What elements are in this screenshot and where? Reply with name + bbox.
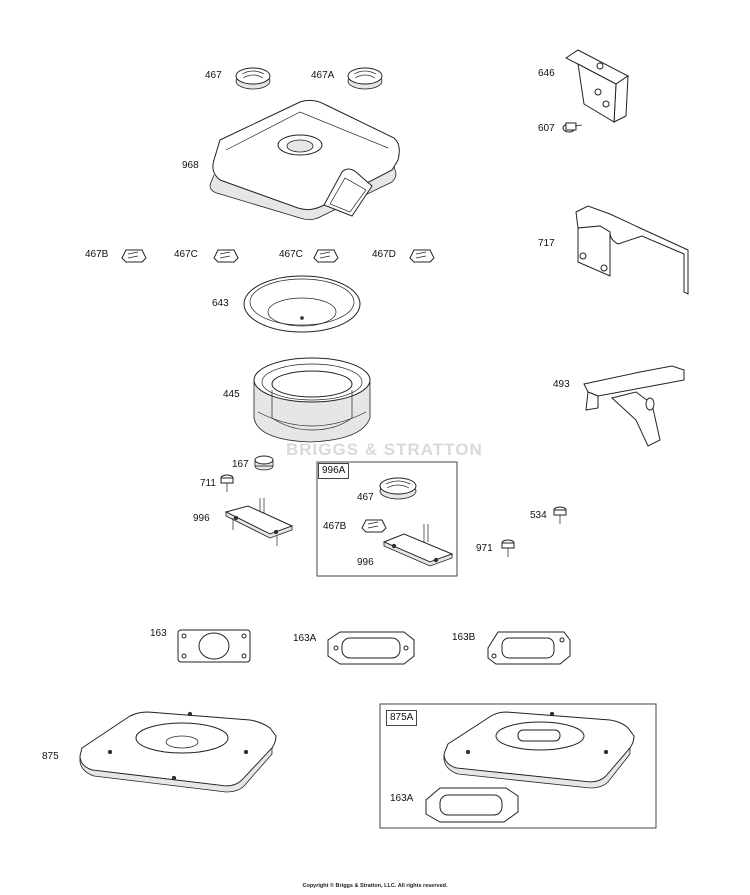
part-717-bracket	[575, 205, 689, 295]
kit-996a-title: 996A	[318, 463, 350, 479]
part-163-gasket	[177, 629, 251, 663]
label-445: 445	[223, 389, 240, 400]
part-467d-cap	[409, 249, 435, 263]
kit-875a-gasket	[425, 787, 519, 823]
part-167-spacer	[254, 455, 274, 471]
part-493-bracket	[583, 365, 685, 447]
part-534-screw	[553, 506, 567, 524]
part-467-knob	[235, 67, 271, 90]
label-875: 875	[42, 751, 59, 762]
label-467b: 467B	[85, 249, 109, 260]
kit-875a-box	[379, 703, 657, 829]
kit-996a-label-996: 996	[357, 557, 374, 568]
label-534: 534	[530, 510, 547, 521]
part-996-base-plate	[224, 498, 294, 546]
label-971: 971	[476, 543, 493, 554]
label-717: 717	[538, 238, 555, 249]
kit-996a-knob	[379, 477, 417, 500]
label-493: 493	[553, 379, 570, 390]
label-643: 643	[212, 298, 229, 309]
label-646: 646	[538, 68, 555, 79]
part-971-screw	[501, 539, 515, 557]
label-467c-a: 467C	[174, 249, 198, 260]
label-167: 167	[232, 459, 249, 470]
part-968-air-cleaner-cover	[209, 99, 400, 220]
label-163b: 163B	[452, 632, 476, 643]
part-607-screw	[562, 122, 583, 133]
label-467a: 467A	[311, 70, 335, 81]
kit-996a-base-plate	[382, 524, 454, 567]
part-467b-cap	[121, 249, 147, 263]
part-467c-cap-a	[213, 249, 239, 263]
kit-875a-title: 875A	[386, 710, 418, 726]
kit-875a-label-163a: 163A	[390, 793, 414, 804]
label-467d: 467D	[372, 249, 396, 260]
label-996: 996	[193, 513, 210, 524]
part-643-pre-cleaner	[243, 275, 361, 333]
part-467c-cap-b	[313, 249, 339, 263]
kit-996a-label-467b: 467B	[323, 521, 347, 532]
kit-996a-box	[316, 461, 458, 577]
watermark: BRIGGS & STRATTON	[286, 440, 483, 459]
kit-996a-label-467: 467	[357, 492, 374, 503]
part-445-air-filter	[253, 357, 371, 443]
part-711-screw	[220, 474, 234, 492]
label-711: 711	[200, 478, 216, 489]
label-163a: 163A	[293, 633, 317, 644]
copyright-notice: Copyright © Briggs & Stratton, LLC. All …	[302, 883, 448, 889]
part-163a-gasket	[327, 631, 415, 665]
label-163: 163	[150, 628, 167, 639]
kit-875a-base	[443, 711, 635, 789]
label-467c-b: 467C	[279, 249, 303, 260]
kit-996a-cap	[361, 519, 387, 533]
part-646-bracket	[565, 49, 629, 123]
label-467: 467	[205, 70, 222, 81]
part-467a-knob	[347, 67, 383, 90]
label-968: 968	[182, 160, 199, 171]
part-875-base	[79, 711, 277, 793]
label-607: 607	[538, 123, 555, 134]
part-163b-gasket	[487, 631, 571, 665]
